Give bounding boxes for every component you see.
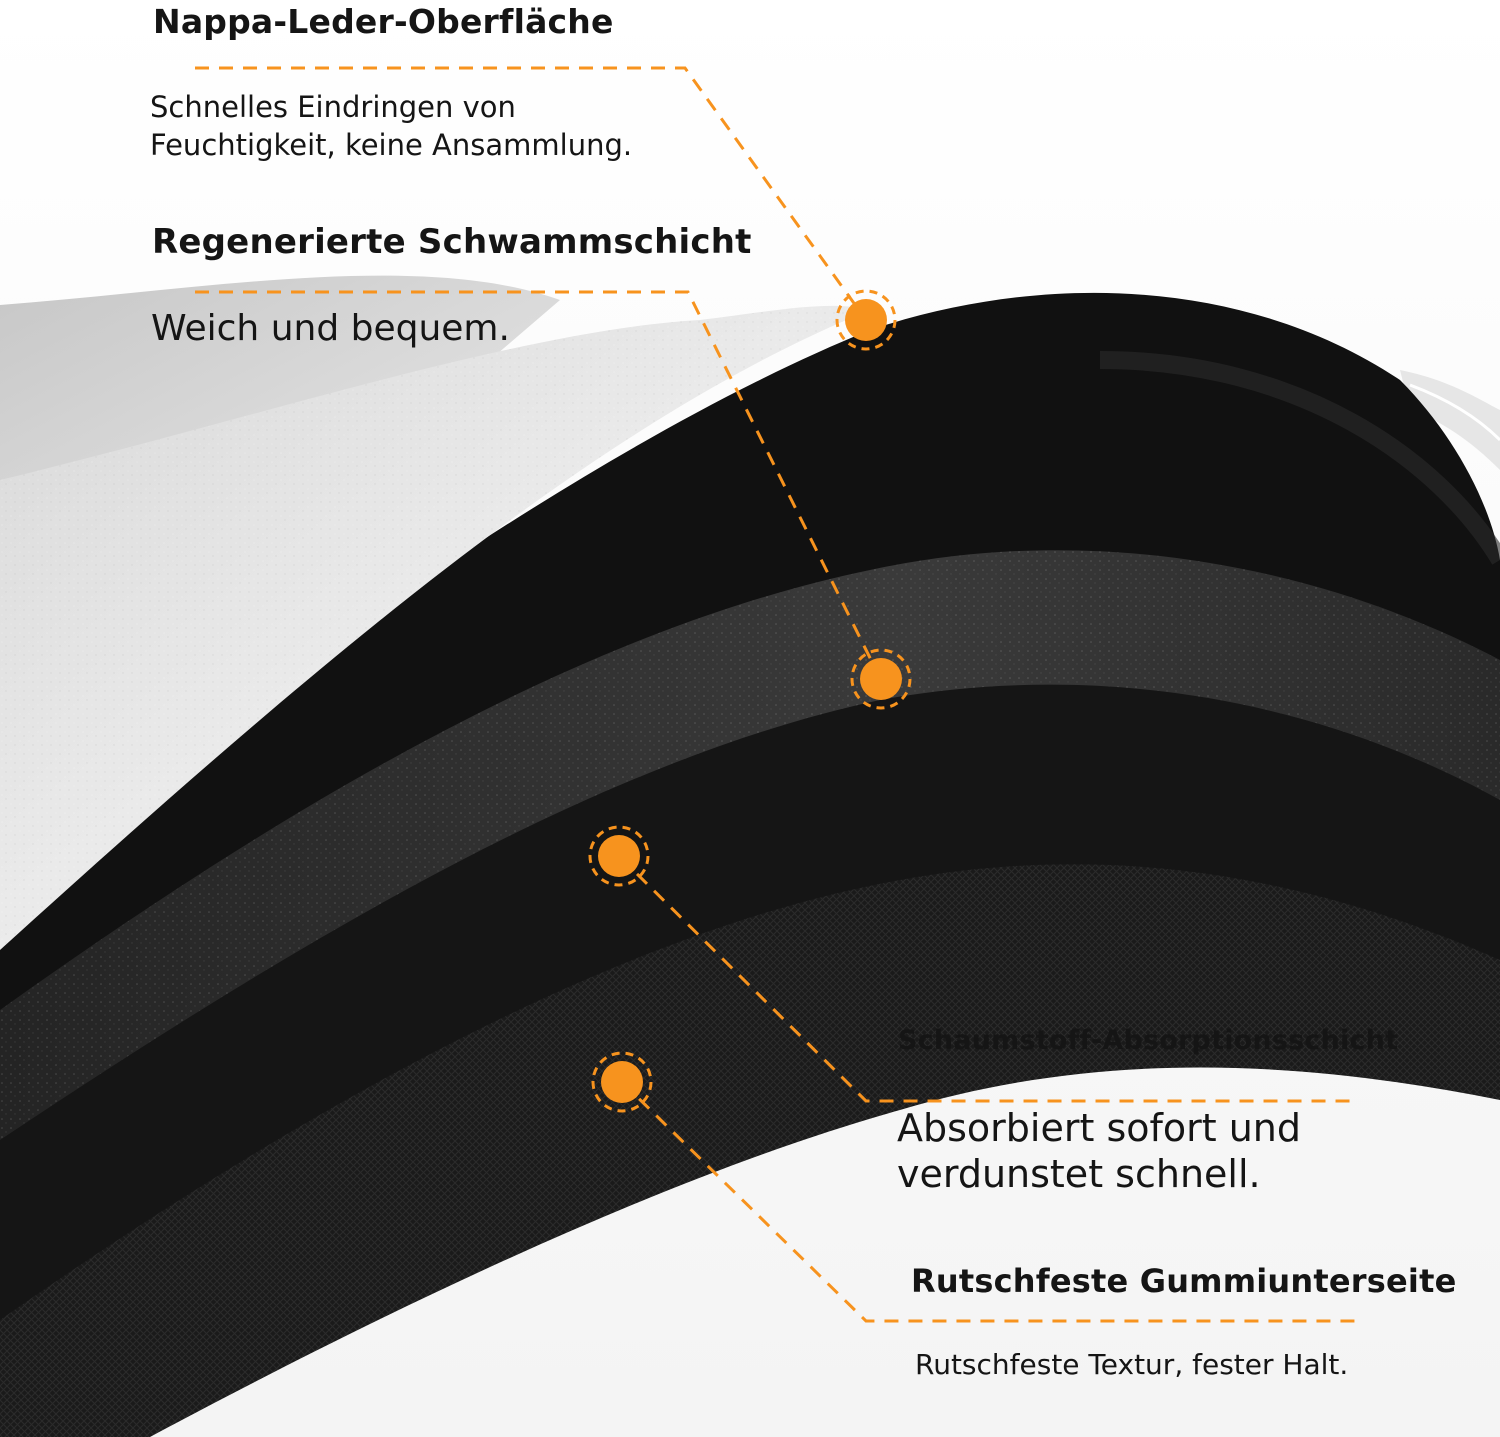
marker-rubber xyxy=(591,1051,653,1113)
marker-sponge xyxy=(850,648,912,710)
foam-title: Schaumstoff-Absorptionsschicht xyxy=(898,1025,1399,1056)
leader-line-rubber xyxy=(620,1080,1355,1323)
right-edge-highlight xyxy=(1400,370,1500,470)
upper-foam-layer xyxy=(0,292,1500,1010)
marker-foam xyxy=(588,825,650,887)
nappa-description-line-1: Schnelles Eindringen von xyxy=(150,90,516,124)
rubber-title: Rutschfeste Gummiunterseite xyxy=(911,1262,1457,1300)
foam-description-line-1: Absorbiert sofort und xyxy=(897,1106,1302,1150)
rubber-description: Rutschfeste Textur, fester Halt. xyxy=(915,1348,1349,1381)
leader-line-nappa xyxy=(195,66,868,321)
foam-layer xyxy=(0,670,1500,1320)
leader-lines xyxy=(195,66,1355,1323)
nappa-description-line-2: Feuchtigkeit, keine Ansammlung. xyxy=(150,128,633,162)
sponge-description: Weich und bequem. xyxy=(151,308,510,349)
leader-line-sponge xyxy=(195,290,882,679)
sponge-title: Regenerierte Schwammschicht xyxy=(152,222,752,262)
marker-nappa xyxy=(835,289,897,351)
foam-description-line-2: verdunstet schnell. xyxy=(897,1152,1261,1196)
rubber-layer xyxy=(0,852,1500,1437)
nappa-title: Nappa-Leder-Oberfläche xyxy=(153,2,614,41)
leader-line-foam xyxy=(618,855,1355,1103)
